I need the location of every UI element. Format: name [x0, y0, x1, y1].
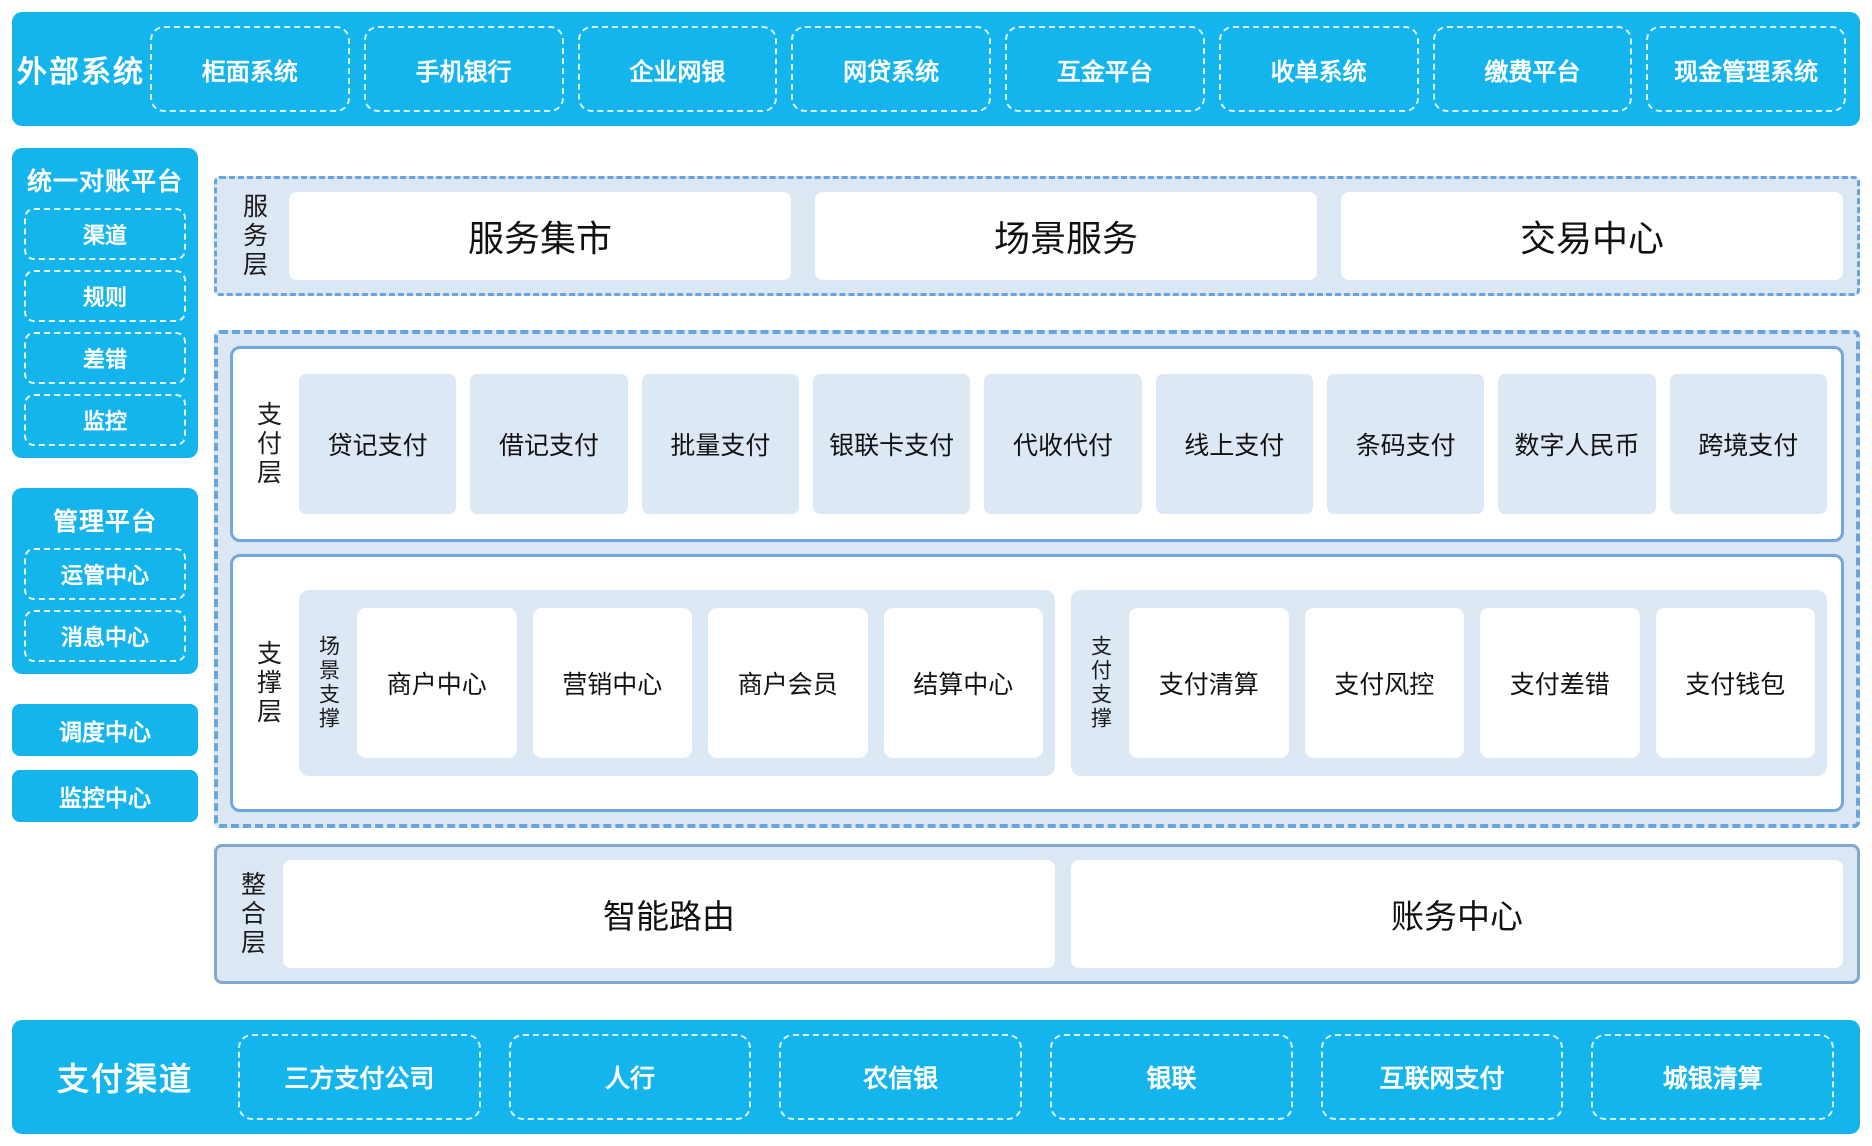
payment-layer-label: 支付层: [253, 400, 282, 488]
payment-layer: 支付层 贷记支付 借记支付 批量支付 银联卡支付 代收代付 线上支付 条码支付 …: [230, 346, 1844, 542]
support-card-payment-risk[interactable]: 支付风控: [1304, 608, 1464, 758]
integration-layer: 整合层 智能路由 账务中心: [214, 844, 1860, 984]
support-card-settlement-center[interactable]: 结算中心: [883, 608, 1043, 758]
sidebar-item-operations-center[interactable]: 运管中心: [24, 548, 186, 600]
support-layer-groups: 场景支撑 商户中心 营销中心 商户会员 结算中心 支付支撑 支付清算 支付风控 …: [299, 590, 1827, 776]
payment-channels-bar: 支付渠道 三方支付公司 人行 农信银 银联 互联网支付 城银清算: [12, 1020, 1860, 1134]
sidebar-item-channel[interactable]: 渠道: [24, 208, 186, 260]
support-card-payment-clearing[interactable]: 支付清算: [1129, 608, 1289, 758]
sidebar-reconciliation-platform: 统一对账平台 渠道 规则 差错 监控: [12, 148, 198, 458]
payment-channels-items: 三方支付公司 人行 农信银 银联 互联网支付 城银清算: [238, 1020, 1860, 1134]
service-layer-cards: 服务集市 场景服务 交易中心: [289, 192, 1843, 280]
payment-card-cross-border[interactable]: 跨境支付: [1669, 374, 1827, 514]
integration-layer-label: 整合层: [237, 870, 266, 958]
sidebar-item-rule[interactable]: 规则: [24, 270, 186, 322]
service-layer: 服务层 服务集市 场景服务 交易中心: [214, 176, 1860, 296]
support-group-payment: 支付支撑 支付清算 支付风控 支付差错 支付钱包: [1071, 590, 1827, 776]
external-systems-title: 外部系统: [17, 56, 145, 89]
payment-channel-item[interactable]: 农信银: [779, 1034, 1023, 1120]
support-card-payment-error[interactable]: 支付差错: [1480, 608, 1640, 758]
payment-card-collection-payment[interactable]: 代收代付: [984, 374, 1142, 514]
external-system-item[interactable]: 缴费平台: [1432, 26, 1633, 112]
service-layer-label: 服务层: [239, 192, 268, 280]
payment-card-debit[interactable]: 借记支付: [470, 374, 628, 514]
external-system-item[interactable]: 柜面系统: [150, 26, 350, 112]
sidebar-item-error[interactable]: 差错: [24, 332, 186, 384]
payment-channel-item[interactable]: 三方支付公司: [238, 1034, 481, 1120]
payment-channel-item[interactable]: 人行: [508, 1034, 752, 1120]
support-group-payment-cards: 支付清算 支付风控 支付差错 支付钱包: [1129, 608, 1815, 758]
external-systems-items: 柜面系统 手机银行 企业网银 网贷系统 互金平台 收单系统 缴费平台 现金管理系…: [150, 12, 1860, 126]
payment-card-batch[interactable]: 批量支付: [641, 374, 799, 514]
sidebar-dispatch-center[interactable]: 调度中心: [12, 704, 198, 756]
support-layer: 支撑层 场景支撑 商户中心 营销中心 商户会员 结算中心 支付支撑 支付清算: [230, 554, 1844, 812]
support-card-merchant-center[interactable]: 商户中心: [357, 608, 517, 758]
external-systems-bar: 外部系统 柜面系统 手机银行 企业网银 网贷系统 互金平台 收单系统 缴费平台 …: [12, 12, 1860, 126]
payment-channels-title: 支付渠道: [56, 1061, 193, 1097]
support-card-merchant-member[interactable]: 商户会员: [708, 608, 868, 758]
support-layer-label: 支撑层: [253, 639, 282, 727]
support-group-payment-label: 支付支撑: [1088, 635, 1112, 731]
core-platform-container: 支付层 贷记支付 借记支付 批量支付 银联卡支付 代收代付 线上支付 条码支付 …: [214, 330, 1860, 828]
external-system-item[interactable]: 企业网银: [577, 26, 778, 112]
payment-card-barcode[interactable]: 条码支付: [1326, 374, 1485, 514]
sidebar-management-platform: 管理平台 运管中心 消息中心: [12, 488, 198, 674]
external-system-item[interactable]: 互金平台: [1005, 26, 1205, 112]
sidebar-monitor-center[interactable]: 监控中心: [12, 770, 198, 822]
service-card-scenario[interactable]: 场景服务: [815, 192, 1317, 280]
service-card-marketplace[interactable]: 服务集市: [289, 192, 791, 280]
sidebar-management-title: 管理平台: [52, 508, 157, 536]
payment-channel-item[interactable]: 互联网支付: [1320, 1034, 1564, 1120]
support-card-payment-wallet[interactable]: 支付钱包: [1655, 608, 1815, 758]
sidebar-reconciliation-title: 统一对账平台: [26, 168, 183, 196]
service-card-transaction[interactable]: 交易中心: [1341, 192, 1843, 280]
integration-card-accounting-center[interactable]: 账务中心: [1071, 860, 1843, 968]
sidebar-item-message-center[interactable]: 消息中心: [24, 610, 186, 662]
payment-card-credit[interactable]: 贷记支付: [299, 374, 457, 514]
external-system-item[interactable]: 收单系统: [1218, 26, 1419, 112]
support-card-marketing-center[interactable]: 营销中心: [532, 608, 692, 758]
external-system-item[interactable]: 网贷系统: [791, 26, 991, 112]
payment-channel-item[interactable]: 城银清算: [1591, 1034, 1835, 1120]
support-group-scene: 场景支撑 商户中心 营销中心 商户会员 结算中心: [299, 590, 1055, 776]
sidebar-item-monitor[interactable]: 监控: [24, 394, 186, 446]
external-system-item[interactable]: 现金管理系统: [1646, 26, 1846, 112]
integration-layer-cards: 智能路由 账务中心: [283, 860, 1843, 968]
payment-card-online[interactable]: 线上支付: [1155, 374, 1313, 514]
payment-card-unionpay[interactable]: 银联卡支付: [812, 374, 971, 514]
payment-layer-cards: 贷记支付 借记支付 批量支付 银联卡支付 代收代付 线上支付 条码支付 数字人民…: [299, 374, 1827, 514]
support-group-scene-cards: 商户中心 营销中心 商户会员 结算中心: [357, 608, 1043, 758]
external-system-item[interactable]: 手机银行: [363, 26, 564, 112]
payment-card-digital-rmb[interactable]: 数字人民币: [1498, 374, 1656, 514]
payment-channel-item[interactable]: 银联: [1050, 1034, 1293, 1120]
integration-card-smart-routing[interactable]: 智能路由: [283, 860, 1055, 968]
support-group-scene-label: 场景支撑: [316, 635, 340, 731]
